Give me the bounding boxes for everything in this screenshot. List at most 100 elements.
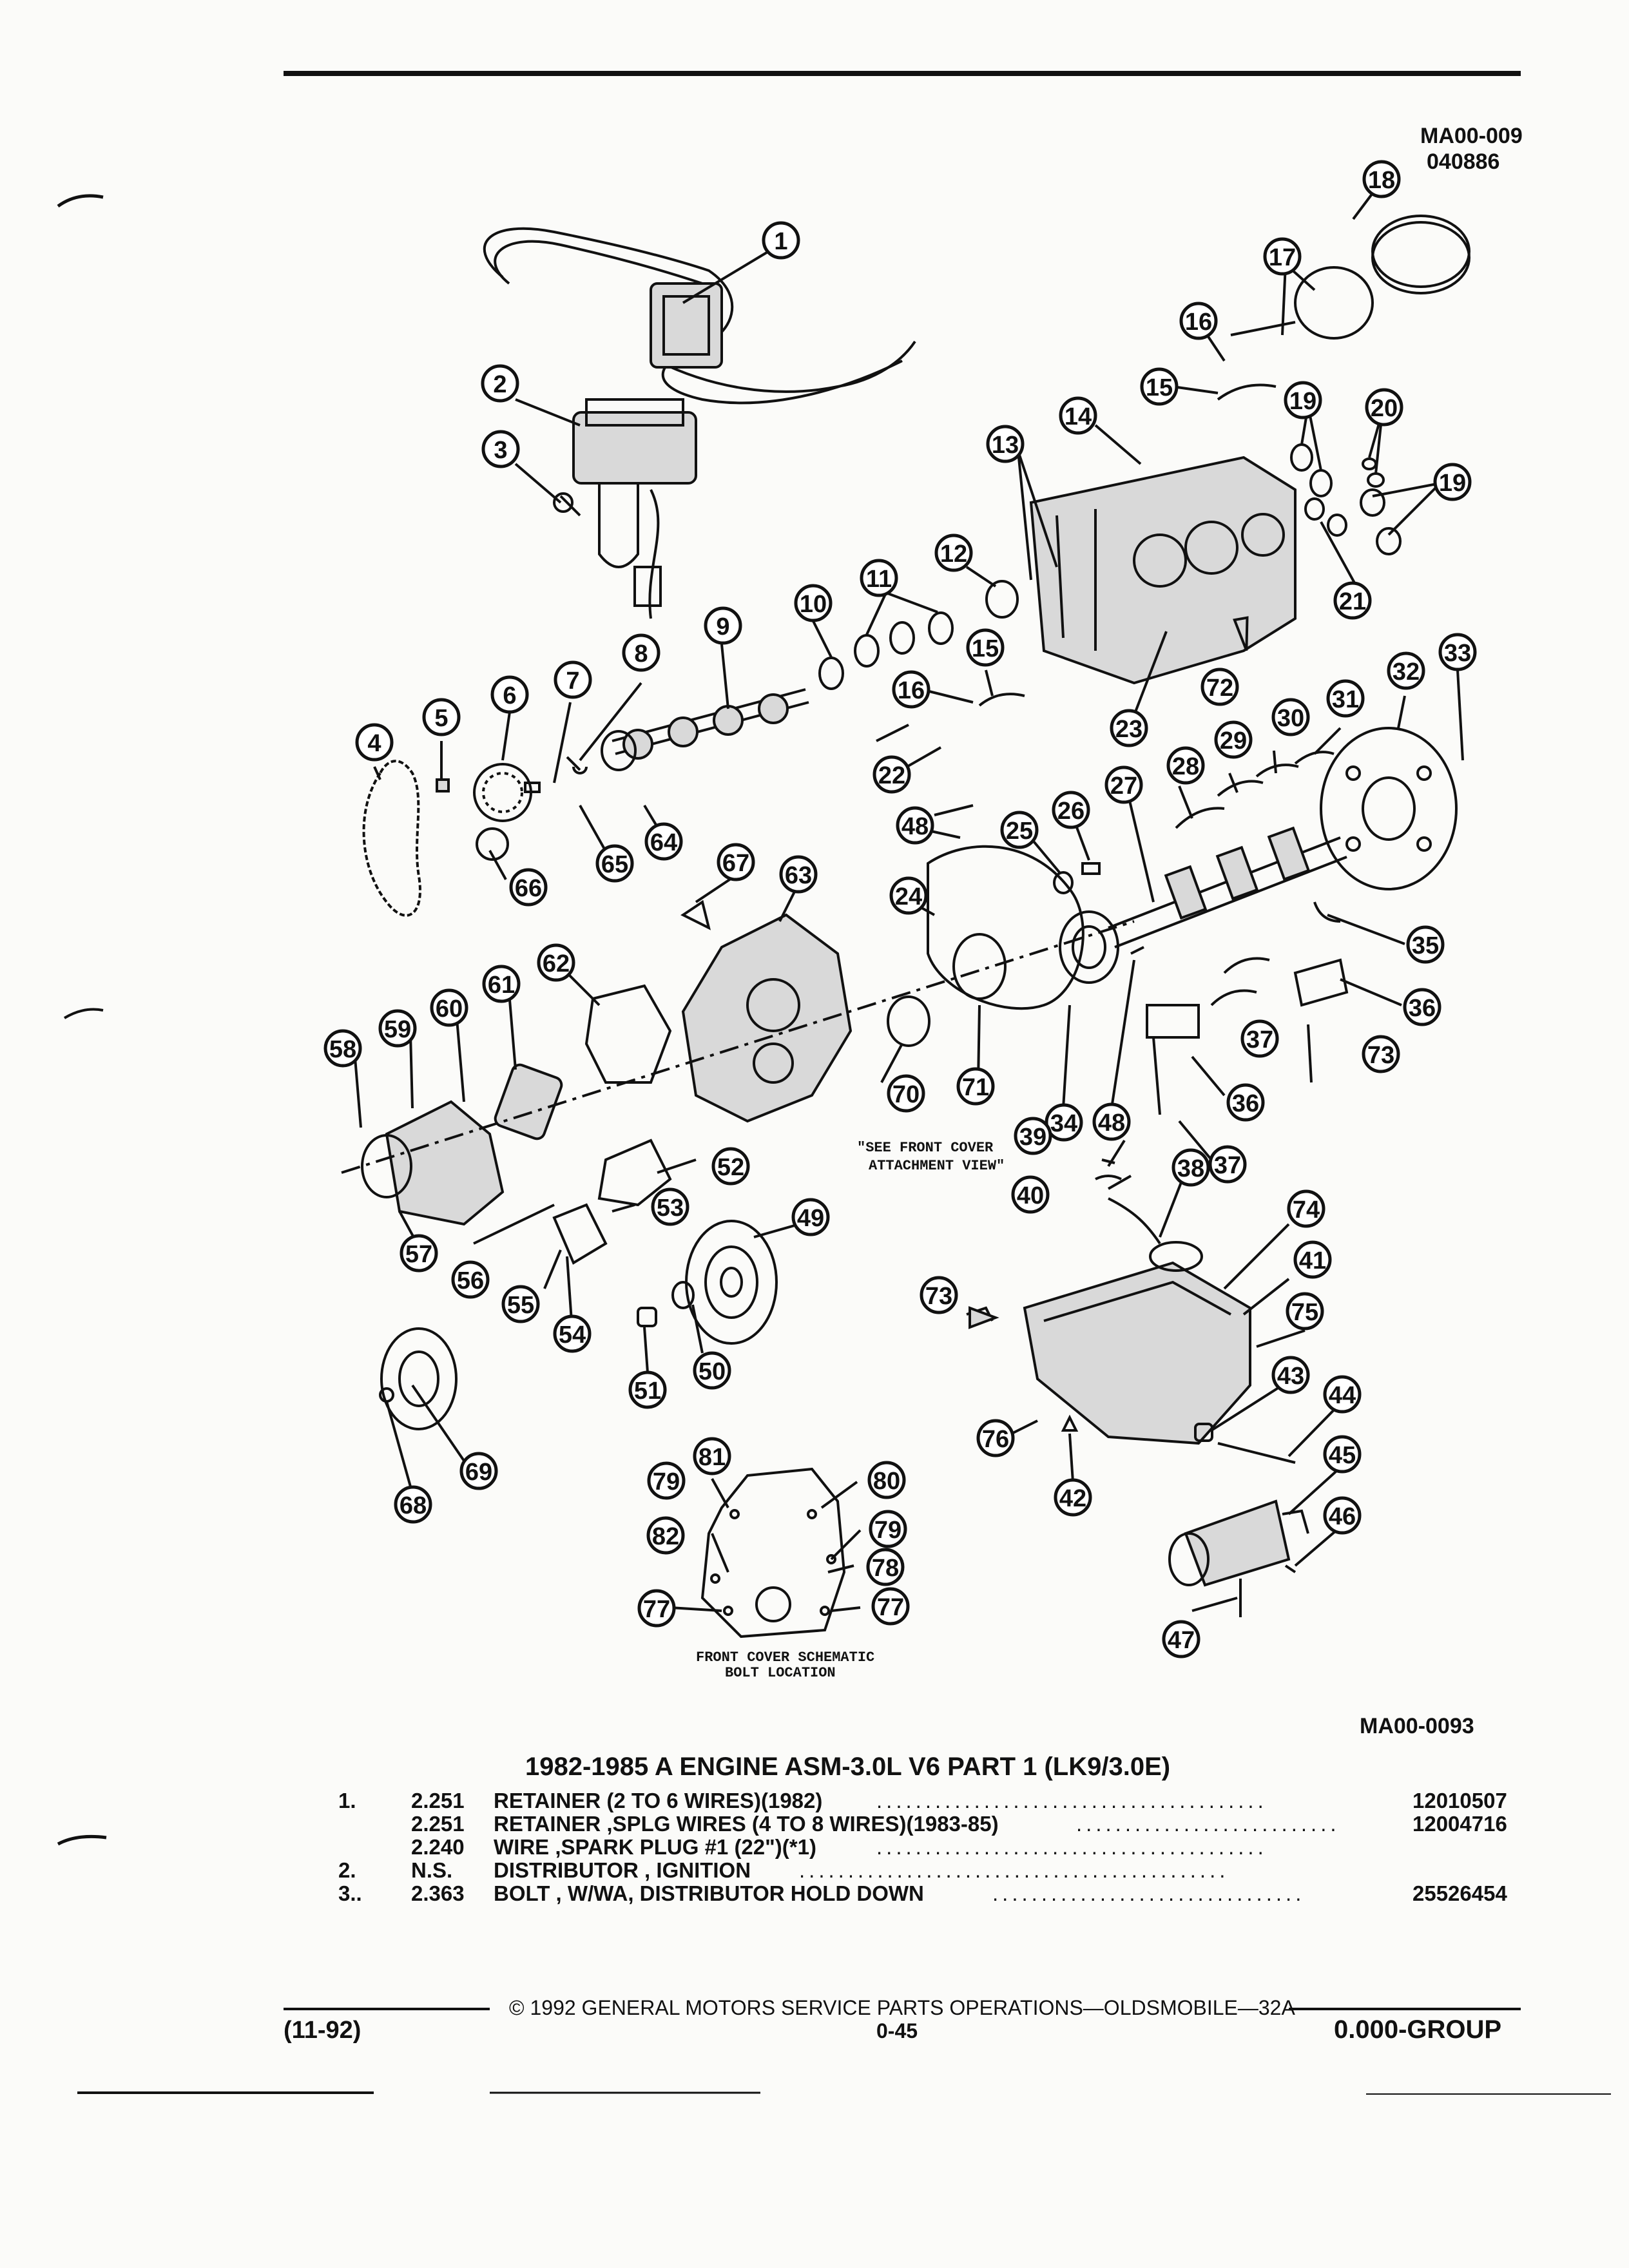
- doc-date: 040886: [1427, 149, 1500, 174]
- callout-47: 47: [1162, 1620, 1200, 1658]
- svg-text:37: 37: [1246, 1026, 1273, 1053]
- callout-58: 58: [323, 1029, 362, 1068]
- svg-text:75: 75: [1291, 1299, 1318, 1326]
- callout-67: 67: [717, 843, 755, 881]
- callout-35: 35: [1406, 925, 1445, 964]
- starter-motor: [1168, 1499, 1309, 1587]
- item-number: 3..: [338, 1881, 362, 1905]
- timing-chain: [362, 760, 421, 917]
- distributor: [572, 398, 697, 619]
- callout-37b: 37: [1208, 1145, 1247, 1184]
- svg-text:31: 31: [1332, 686, 1359, 713]
- callout-48a: 48: [896, 806, 934, 845]
- footer-group: 0.000-GROUP: [1334, 2015, 1502, 2044]
- svg-text:37: 37: [1214, 1152, 1241, 1179]
- rod-cap: [1293, 958, 1349, 1007]
- callout-39: 39: [1014, 1117, 1052, 1155]
- item-code: 2.251: [411, 1812, 465, 1836]
- callout-82: 82: [646, 1516, 685, 1555]
- item-part-number: 25526454: [1412, 1881, 1507, 1905]
- svg-text:57: 57: [405, 1241, 432, 1268]
- doc-code: MA00-009: [1420, 124, 1523, 148]
- callout-10: 10: [794, 584, 833, 622]
- callout-6: 6: [490, 675, 529, 714]
- front-cover-note-line1: "SEE FRONT COVER: [857, 1140, 994, 1156]
- svg-text:77: 77: [643, 1596, 670, 1623]
- svg-text:70: 70: [892, 1081, 920, 1108]
- callout-40: 40: [1011, 1175, 1050, 1214]
- callout-45: 45: [1323, 1435, 1362, 1474]
- svg-text:69: 69: [465, 1459, 492, 1486]
- callout-42: 42: [1054, 1478, 1092, 1517]
- svg-text:22: 22: [878, 762, 905, 789]
- svg-text:62: 62: [543, 950, 570, 977]
- svg-text:12: 12: [940, 541, 967, 568]
- svg-text:41: 41: [1299, 1247, 1326, 1274]
- svg-text:15: 15: [972, 635, 999, 662]
- callout-64: 64: [644, 822, 683, 861]
- callout-49: 49: [791, 1198, 830, 1236]
- callout-48b: 48: [1092, 1102, 1131, 1141]
- callout-37a: 37: [1240, 1019, 1279, 1058]
- callout-36b: 36: [1226, 1083, 1265, 1122]
- callout-4: 4: [355, 723, 394, 762]
- svg-text:68: 68: [400, 1492, 427, 1519]
- callout-30: 30: [1271, 698, 1310, 736]
- svg-text:40: 40: [1017, 1182, 1044, 1209]
- svg-text:14: 14: [1065, 403, 1092, 430]
- callout-27: 27: [1104, 765, 1143, 804]
- cam-bearing: [818, 657, 844, 690]
- section-title: 1982-1985 A ENGINE ASM-3.0L V6 PART 1 (L…: [525, 1753, 1171, 1781]
- page-number: 0-45: [876, 2019, 918, 2042]
- svg-text:8: 8: [634, 640, 648, 668]
- svg-text:13: 13: [992, 432, 1019, 459]
- callout-8: 8: [622, 633, 660, 672]
- callout-46: 46: [1323, 1496, 1362, 1535]
- callout-31: 31: [1326, 679, 1365, 718]
- svg-text:36: 36: [1409, 995, 1436, 1022]
- svg-text:44: 44: [1329, 1382, 1356, 1409]
- callout-19a: 19: [1284, 381, 1322, 419]
- copyright-line: © 1992 GENERAL MOTORS SERVICE PARTS OPER…: [509, 1996, 1295, 2019]
- callout-79a: 79: [647, 1461, 686, 1500]
- svg-text:25: 25: [1006, 818, 1033, 845]
- svg-text:55: 55: [507, 1292, 534, 1319]
- svg-text:2: 2: [493, 371, 506, 398]
- engine-block: [1029, 456, 1296, 685]
- callout-41: 41: [1293, 1240, 1332, 1279]
- top-rule: [284, 71, 1521, 76]
- crank-pulley: [379, 1327, 458, 1430]
- item-description: WIRE ,SPARK PLUG #1 (22")(*1): [494, 1835, 816, 1859]
- front-cover-gasket: [927, 845, 1084, 1010]
- svg-text:73: 73: [925, 1283, 952, 1310]
- callout-14: 14: [1059, 396, 1097, 435]
- item-part-number: 12004716: [1412, 1812, 1507, 1836]
- callout-11: 11: [860, 559, 898, 597]
- svg-text:65: 65: [601, 851, 628, 878]
- camshaft: [601, 688, 809, 771]
- footer-rule-left: [284, 2008, 490, 2010]
- svg-text:45: 45: [1329, 1442, 1356, 1469]
- svg-text:77: 77: [877, 1594, 904, 1621]
- svg-text:47: 47: [1168, 1627, 1195, 1654]
- callout-73b: 73: [920, 1276, 958, 1314]
- flywheel: [1320, 727, 1458, 890]
- svg-text:34: 34: [1050, 1110, 1077, 1137]
- svg-text:5: 5: [434, 705, 448, 732]
- svg-text:42: 42: [1059, 1485, 1086, 1512]
- callout-77a: 77: [637, 1589, 676, 1628]
- callout-55: 55: [501, 1285, 540, 1323]
- svg-text:16: 16: [898, 677, 925, 704]
- callout-60: 60: [430, 988, 468, 1027]
- callout-74: 74: [1287, 1189, 1325, 1228]
- callout-36a: 36: [1403, 988, 1441, 1026]
- item-code: 2.251: [411, 1789, 465, 1812]
- svg-text:46: 46: [1329, 1503, 1356, 1530]
- svg-text:39: 39: [1019, 1124, 1046, 1151]
- item-description: BOLT , W/WA, DISTRIBUTOR HOLD DOWN: [494, 1881, 924, 1905]
- front-cover: [681, 913, 853, 1123]
- svg-text:66: 66: [515, 875, 542, 902]
- svg-text:76: 76: [982, 1426, 1009, 1453]
- svg-text:80: 80: [873, 1468, 900, 1495]
- callout-54: 54: [553, 1314, 592, 1353]
